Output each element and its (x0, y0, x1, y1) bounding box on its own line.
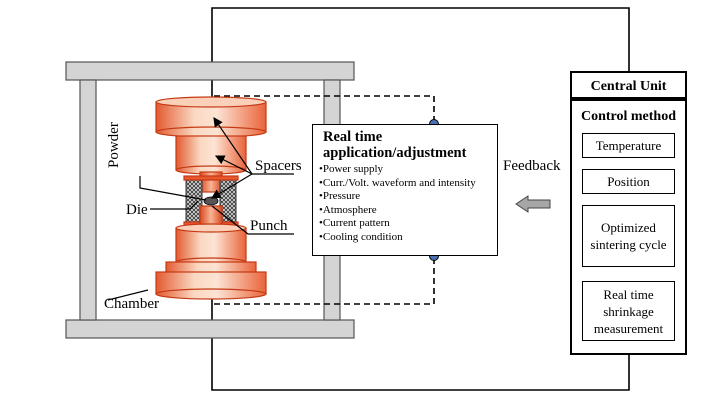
leader-lines (107, 117, 294, 301)
spacers-label: Spacers (255, 158, 302, 174)
optimized-sintering-cycle-box: Optimized sintering cycle (582, 205, 675, 267)
feedback-label: Feedback (503, 158, 561, 174)
punch-label: Punch (250, 218, 288, 234)
realtime-title-line1: Real time (323, 129, 383, 145)
powder-sample (203, 196, 219, 206)
list-item: •Atmosphere (319, 203, 377, 216)
control-method-heading: Control method (580, 109, 677, 124)
central-unit-panel: Central Unit Control method Temperature … (570, 71, 687, 355)
shrinkage-measurement-box: Real time shrinkage measurement (582, 281, 675, 341)
die-label: Die (126, 202, 148, 218)
feedback-arrow (515, 195, 551, 213)
list-item: •Curr./Volt. waveform and intensity (319, 176, 476, 189)
powder-label: Powder (106, 122, 122, 168)
lower-spacer (175, 227, 247, 263)
press-stack (155, 96, 267, 300)
list-item: •Cooling condition (319, 230, 403, 243)
chamber-label: Chamber (104, 296, 159, 312)
central-unit-title: Central Unit (572, 73, 685, 99)
temperature-box: Temperature (582, 133, 675, 158)
list-item: •Pressure (319, 190, 361, 203)
list-item: •Power supply (319, 163, 384, 175)
upper-spacer (175, 135, 247, 171)
realtime-adjustment-box: Real time application/adjustment •Power … (312, 124, 498, 256)
list-item: •Current pattern (319, 217, 390, 230)
position-box: Position (582, 169, 675, 194)
upper-punch (199, 171, 223, 193)
realtime-title-line2: application/adjustment (323, 145, 467, 161)
control-dashed-lines (214, 95, 435, 305)
realtime-parameter-list: •Power supply •Curr./Volt. waveform and … (319, 163, 497, 245)
